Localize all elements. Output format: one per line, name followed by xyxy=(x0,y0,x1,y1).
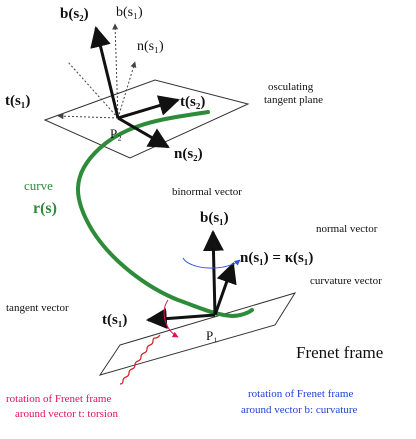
label-binormal-vector: binormal vector xyxy=(172,186,242,198)
label-p2: P₂ xyxy=(110,126,122,141)
label-tangent-plane: tangent plane xyxy=(264,94,323,106)
label-n-s1-eq: n(s₁) = κ(s₁) xyxy=(240,250,313,266)
label-n-s1-top: n(s₁) xyxy=(137,39,164,54)
dotted-n-s1-arrow xyxy=(117,61,137,119)
dotted-extra-arrow xyxy=(67,61,119,119)
label-n-s2: n(s₂) xyxy=(174,146,203,162)
osculating-plane-upper xyxy=(43,79,250,159)
label-curve: curve xyxy=(24,178,53,193)
label-normal-vector: normal vector xyxy=(316,223,378,235)
n-s1-arrow xyxy=(213,262,237,316)
label-b-s1: b(s₁) xyxy=(200,210,229,226)
label-frenet-frame: Frenet frame xyxy=(296,343,383,362)
label-b-s1-top: b(s₁) xyxy=(116,5,143,20)
torsion-wavy-line xyxy=(119,334,161,385)
b-s2-arrow xyxy=(90,25,120,119)
t-s2-arrow xyxy=(117,95,181,120)
label-curvature-vector: curvature vector xyxy=(310,275,382,287)
curve-line xyxy=(76,110,254,319)
label-osculating: osculating xyxy=(268,81,314,93)
label-t-s1-top: t(s₁) xyxy=(5,93,30,109)
curvature-rotation-arrow xyxy=(182,257,241,269)
label-curvature-line1: rotation of Frenet frame xyxy=(248,388,353,400)
label-curvature-line2: around vector b: curvature xyxy=(241,404,357,416)
label-torsion-line2: around vector t: torsion xyxy=(15,408,118,420)
label-b-s2: b(s₂) xyxy=(60,6,89,22)
dotted-t-s1-arrow xyxy=(57,113,119,120)
t-s1-arrow xyxy=(145,308,216,330)
torsion-rotation-arrow xyxy=(163,299,179,338)
tangent-plane-lower xyxy=(98,292,297,376)
label-torsion-line1: rotation of Frenet frame xyxy=(6,393,111,405)
n-s2-arrow xyxy=(117,116,170,149)
label-r-s: r(s) xyxy=(33,200,57,217)
label-p1: P₁ xyxy=(206,328,218,343)
label-t-s2: t(s₂) xyxy=(180,94,205,110)
label-t-s1: t(s₁) xyxy=(102,312,127,328)
b-s1-arrow xyxy=(202,229,224,316)
label-tangent-vector: tangent vector xyxy=(6,302,69,314)
